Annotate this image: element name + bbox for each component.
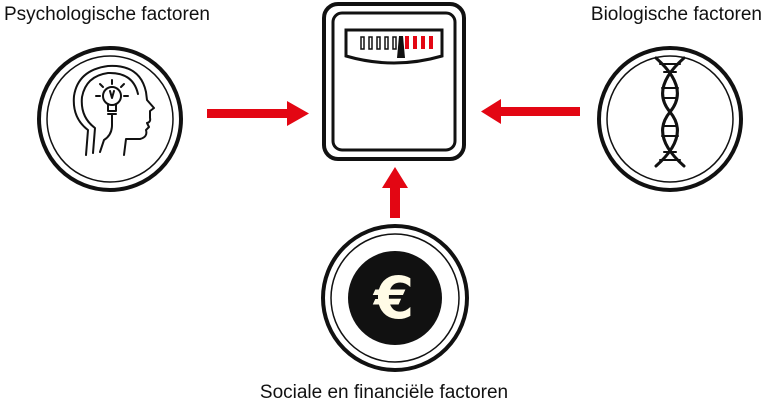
euro-coin-icon: € [348, 251, 442, 345]
dna-helix-icon [654, 56, 686, 168]
arrow-bottom-to-center [382, 167, 408, 218]
label-social-financial-factors: Sociale en financiële factoren [259, 382, 509, 403]
arrow-left-to-center [207, 101, 309, 126]
arrow-right-to-center [481, 99, 580, 124]
head-lightbulb-icon [72, 64, 155, 156]
scale-dial-marks [360, 36, 433, 50]
social-financial-factors-node: € [321, 224, 469, 372]
psychological-factors-node [37, 46, 183, 192]
label-biological-factors: Biologische factoren [590, 4, 762, 25]
label-psychological-factors: Psychologische factoren [4, 4, 210, 25]
euro-symbol: € [372, 264, 414, 332]
weighing-scale-icon [322, 2, 466, 161]
biological-factors-node [597, 46, 743, 192]
scale-needle [397, 36, 405, 58]
